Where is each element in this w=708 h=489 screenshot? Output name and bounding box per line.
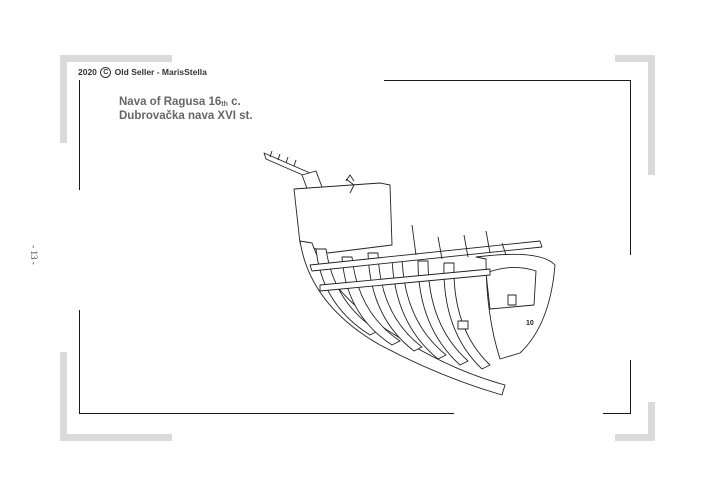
corner-bracket-bottom-right-h: [615, 434, 655, 441]
corner-bracket-top-left-h: [60, 55, 172, 62]
frame-right-top: [630, 80, 631, 255]
title-suffix: c.: [227, 96, 241, 108]
copyright-year: 2020: [78, 67, 97, 77]
copyright-credit: Old Seller - MarisStella: [114, 67, 207, 77]
deck-beam: [309, 240, 543, 272]
frame-label: 10: [526, 320, 534, 327]
copyright-icon: C: [100, 67, 112, 79]
title-line-1: Nava of Ragusa 16th c.: [119, 96, 241, 108]
frame-left-bottom: [79, 310, 80, 414]
frame-4: [391, 256, 447, 360]
corner-bracket-bottom-left-h: [60, 434, 172, 441]
corner-bracket-bottom-left-v: [60, 352, 67, 441]
ship-hull-drawing: 10: [263, 150, 556, 396]
page-number: - 13 -: [28, 245, 39, 265]
corner-bracket-top-right-v: [648, 55, 655, 175]
title-line-2: Dubrovačka nava XVI st.: [119, 110, 253, 122]
frame-right-bottom: [630, 360, 631, 414]
frame-5: [417, 260, 469, 366]
corner-bracket-bottom-right-v: [648, 402, 655, 441]
title-main: Nava of Ragusa 16: [119, 96, 222, 108]
frame-bottom-right-line: [603, 413, 631, 414]
title-superscript: th: [221, 101, 228, 108]
frame-top-line: [384, 80, 631, 81]
corner-bracket-top-left-v: [60, 55, 67, 143]
copyright-line: 2020 C Old Seller - MarisStella: [78, 67, 207, 79]
corner-bracket-top-right-h: [615, 55, 655, 62]
frame-bottom-line: [79, 413, 454, 414]
frame-top-left: [79, 80, 80, 190]
